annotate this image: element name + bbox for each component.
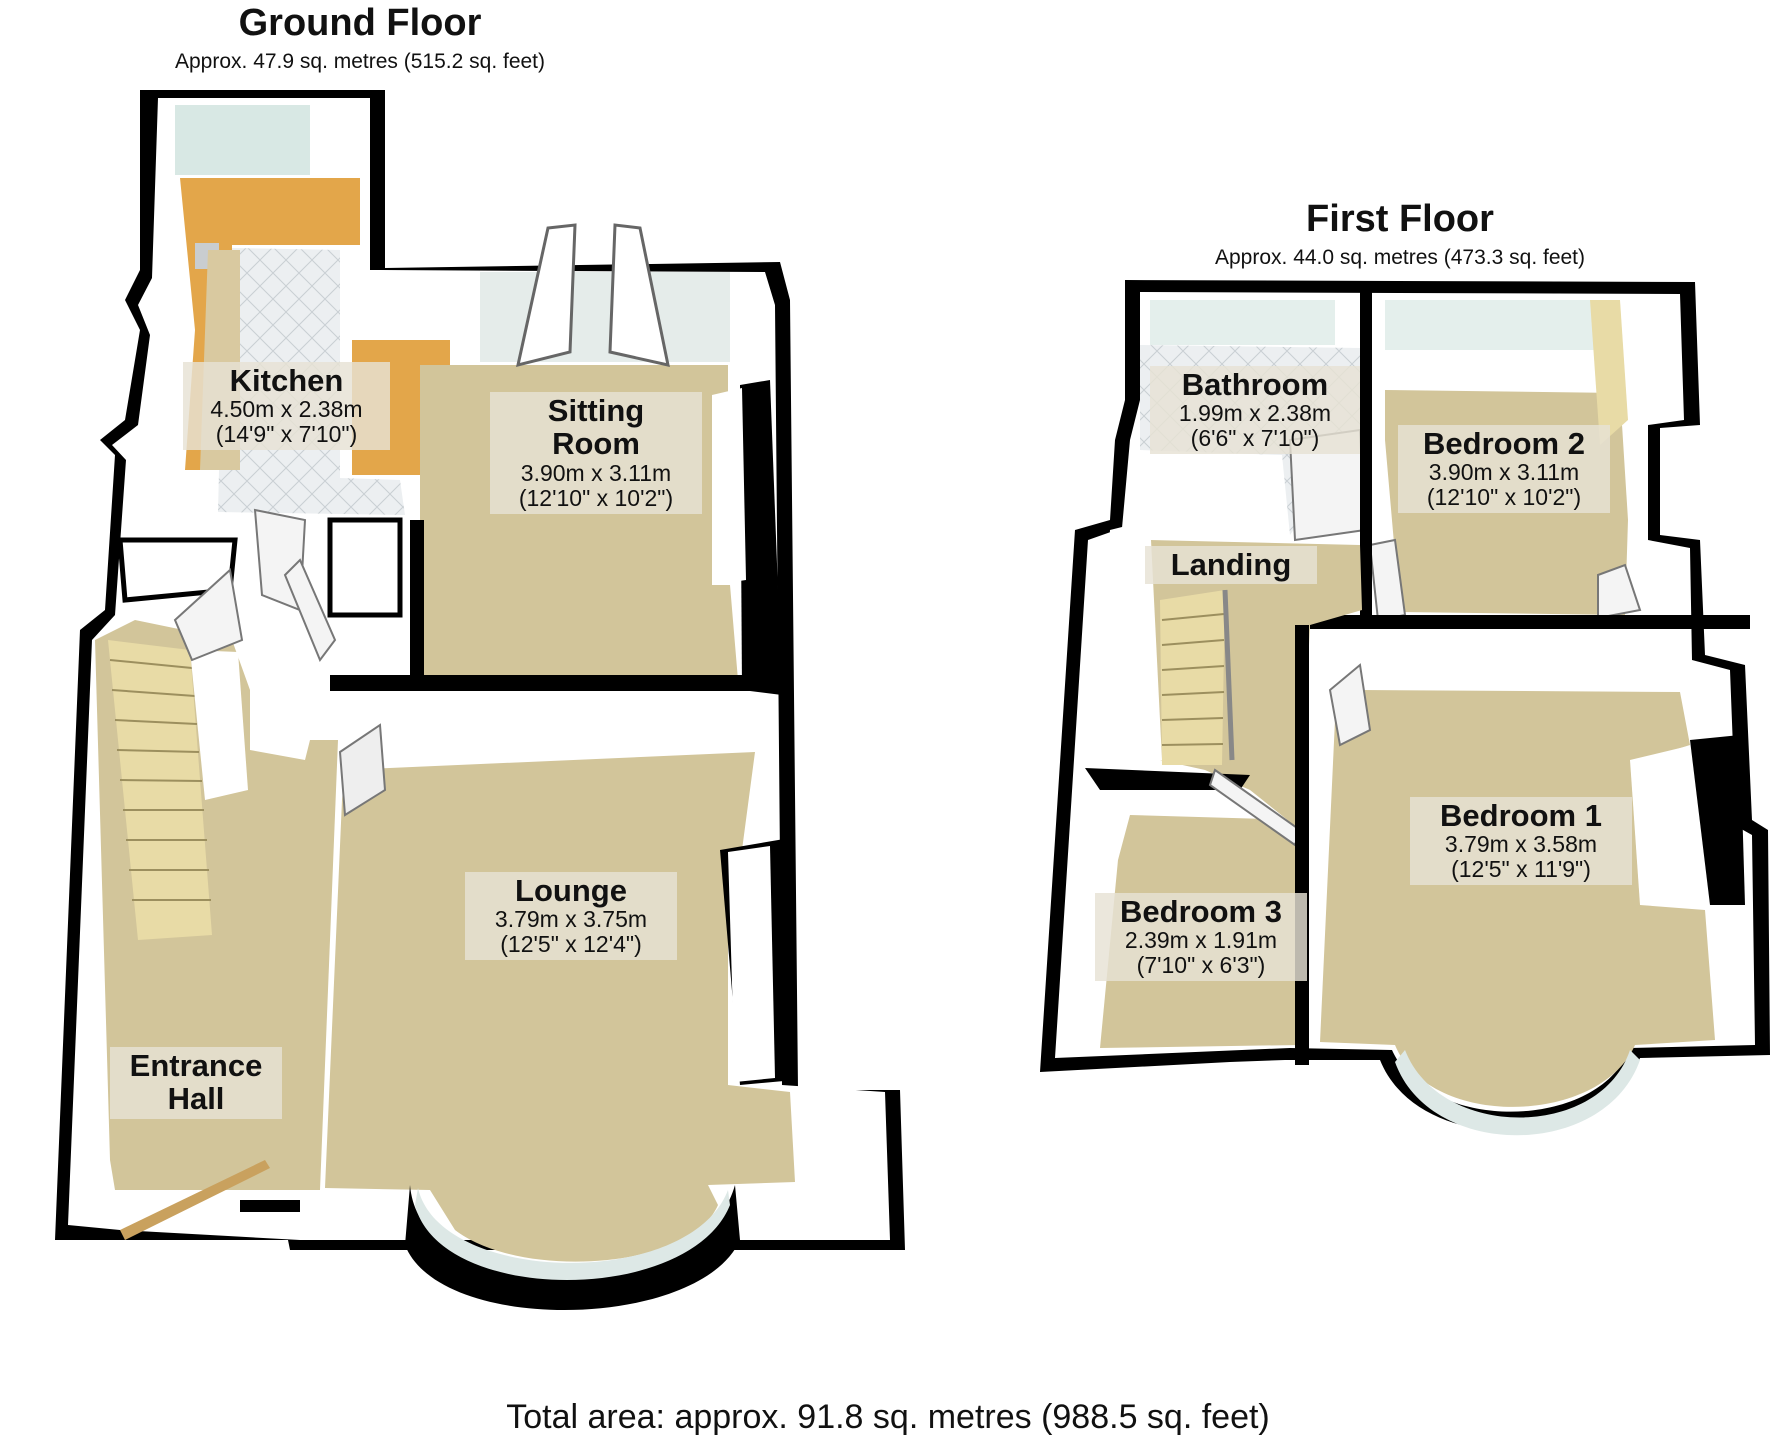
kitchen-back-window <box>175 105 310 175</box>
room-dim-imperial: (6'6" x 7'10") <box>1190 425 1320 452</box>
patio-door-left-icon <box>516 223 577 368</box>
bedroom1-bay-window <box>1395 1050 1640 1136</box>
room-dim-imperial: (7'10" x 6'3") <box>1136 952 1266 979</box>
room-dim-metric: 3.79m x 3.58m <box>1444 831 1598 858</box>
room-name: Kitchen <box>229 363 344 398</box>
room-dim-imperial: (12'5" x 11'9") <box>1451 856 1591 883</box>
hall-door-icon <box>173 568 244 662</box>
bedroom2-wardrobe <box>1590 300 1628 445</box>
room-dim-metric: 3.79m x 3.75m <box>494 906 648 933</box>
room-dim-imperial: (12'5" x 12'4") <box>500 931 642 958</box>
ground-staircase <box>108 640 248 940</box>
front-door-icon <box>120 1160 270 1240</box>
patio-door-right-icon <box>608 223 670 367</box>
room-label-entrance-hall: Entrance Hall <box>110 1047 282 1119</box>
room-name: Sitting <box>547 393 645 428</box>
room-label-lounge: Lounge 3.79m x 3.75m (12'5" x 12'4") <box>465 872 677 961</box>
room-name: Lounge <box>515 873 627 908</box>
ground-floor-area: Approx. 47.9 sq. metres (515.2 sq. feet) <box>174 50 546 73</box>
bedroom1-door-icon <box>1328 663 1372 747</box>
patio-door-window <box>480 272 730 362</box>
room-label-kitchen: Kitchen 4.50m x 2.38m (14'9" x 7'10") <box>183 362 390 451</box>
ground-floor-plan <box>55 90 905 1311</box>
room-label-landing: Landing <box>1145 546 1317 585</box>
room-dim-imperial: (14'9" x 7'10") <box>215 421 358 448</box>
room-dim-metric: 3.90m x 3.11m <box>1428 459 1580 486</box>
room-name: Landing <box>1170 547 1292 582</box>
bedroom2-cupboard-icon <box>1597 563 1642 620</box>
bathroom-window <box>1150 300 1335 345</box>
total-area: Total area: approx. 91.8 sq. metres (988… <box>506 1398 1270 1436</box>
first-staircase <box>1160 589 1235 765</box>
lounge-vent-icon <box>338 723 387 817</box>
room-label-sitting-room: Sitting Room 3.90m x 3.11m (12'10" x 10'… <box>490 392 702 514</box>
ground-floor-title: Ground Floor <box>238 2 482 44</box>
room-label-bedroom-2: Bedroom 2 3.90m x 3.11m (12'10" x 10'2") <box>1398 425 1610 514</box>
bedroom2-window <box>1385 300 1615 350</box>
room-dim-imperial: (12'10" x 10'2") <box>518 484 674 511</box>
room-dim-metric: 3.90m x 3.11m <box>520 459 672 486</box>
room-name: Bathroom <box>1181 367 1329 402</box>
lounge-bay-window <box>405 1185 740 1311</box>
first-floor-title: First Floor <box>1306 198 1494 240</box>
room-name: Bedroom 1 <box>1440 798 1602 833</box>
room-dim-metric: 1.99m x 2.38m <box>1178 400 1332 427</box>
room-name: Entrance <box>129 1048 263 1083</box>
room-label-bathroom: Bathroom 1.99m x 2.38m (6'6" x 7'10") <box>1150 366 1360 455</box>
room-dim-metric: 4.50m x 2.38m <box>210 396 363 423</box>
room-name: Bedroom 3 <box>1120 894 1282 929</box>
room-dim-metric: 2.39m x 1.91m <box>1124 927 1278 954</box>
bedroom-1-floor <box>1320 690 1715 1107</box>
room-dim-imperial: (12'10" x 10'2") <box>1426 484 1582 511</box>
room-label-bedroom-1: Bedroom 1 3.79m x 3.58m (12'5" x 11'9") <box>1410 797 1632 886</box>
lounge-floor <box>325 752 795 1262</box>
room-name: Bedroom 2 <box>1423 426 1585 461</box>
room-name-line2: Room <box>552 426 640 462</box>
room-name-line2: Hall <box>167 1081 225 1117</box>
first-floor-area: Approx. 44.0 sq. metres (473.3 sq. feet) <box>1214 246 1586 269</box>
room-label-bedroom-3: Bedroom 3 2.39m x 1.91m (7'10" x 6'3") <box>1095 893 1307 982</box>
cupboard-door-icon <box>283 558 337 663</box>
